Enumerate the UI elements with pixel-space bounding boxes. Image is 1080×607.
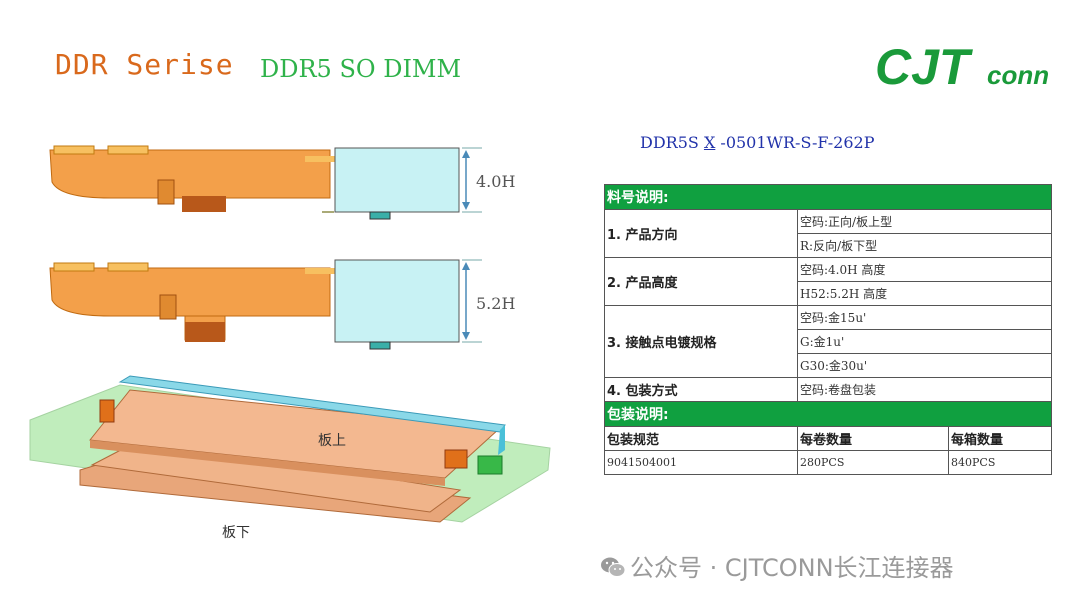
spec-option: 空码:正向/板上型 xyxy=(797,209,1052,234)
spec-option: R:反向/板下型 xyxy=(797,233,1052,258)
packing-value: 9041504001 xyxy=(604,450,798,475)
isometric-assembly xyxy=(29,375,551,523)
packing-header: 每卷数量 xyxy=(797,426,949,451)
cjtconn-logo: CJT conn xyxy=(875,39,1049,92)
watermark-text: 公众号 · CJTCONN长江连接器 xyxy=(630,554,954,582)
wechat-icon xyxy=(601,557,626,577)
packing-title: 包装说明: xyxy=(604,401,1052,427)
label-top-mount: 板上 xyxy=(318,433,346,449)
packing-value: 280PCS xyxy=(797,450,949,475)
spec-option: 空码:卷盘包装 xyxy=(797,377,1052,402)
series-title: DDR Serise xyxy=(55,48,234,81)
side-view-4h xyxy=(49,145,482,220)
packing-header: 包装规范 xyxy=(604,426,798,451)
part-number: DDR5S X -0501WR-S-F-262P xyxy=(640,133,875,152)
spec-option: G:金1u' xyxy=(797,329,1052,354)
part-number-variable: X xyxy=(703,133,716,152)
spec-option: 空码:4.0H 高度 xyxy=(797,257,1052,282)
watermark: 公众号 · CJTCONN长江连接器 xyxy=(600,548,954,583)
connector-drawings xyxy=(29,145,551,523)
dimension-5-2h: 5.2H xyxy=(476,294,516,313)
packing-header: 每箱数量 xyxy=(948,426,1052,451)
packing-value: 840PCS xyxy=(948,450,1052,475)
spec-label-height: 2. 产品高度 xyxy=(604,257,798,306)
spec-option: H52:5.2H 高度 xyxy=(797,281,1052,306)
part-number-spec-table: 料号说明: 1. 产品方向 空码:正向/板上型 R:反向/板下型 2. 产品高度… xyxy=(604,184,1052,475)
spec-option: G30:金30u' xyxy=(797,353,1052,378)
spec-option: 空码:金15u' xyxy=(797,305,1052,330)
side-view-5-2h xyxy=(49,259,482,350)
spec-title: 料号说明: xyxy=(604,184,1052,210)
spec-label-direction: 1. 产品方向 xyxy=(604,209,798,258)
svg-text:CJT: CJT xyxy=(875,39,974,92)
svg-text:conn: conn xyxy=(987,60,1049,90)
spec-label-plating: 3. 接触点电镀规格 xyxy=(604,305,798,378)
spec-label-packaging: 4. 包装方式 xyxy=(604,377,798,402)
product-title: DDR5 SO DIMM xyxy=(260,55,462,83)
label-bottom-mount: 板下 xyxy=(222,525,250,541)
dimension-4h: 4.0H xyxy=(476,172,516,191)
